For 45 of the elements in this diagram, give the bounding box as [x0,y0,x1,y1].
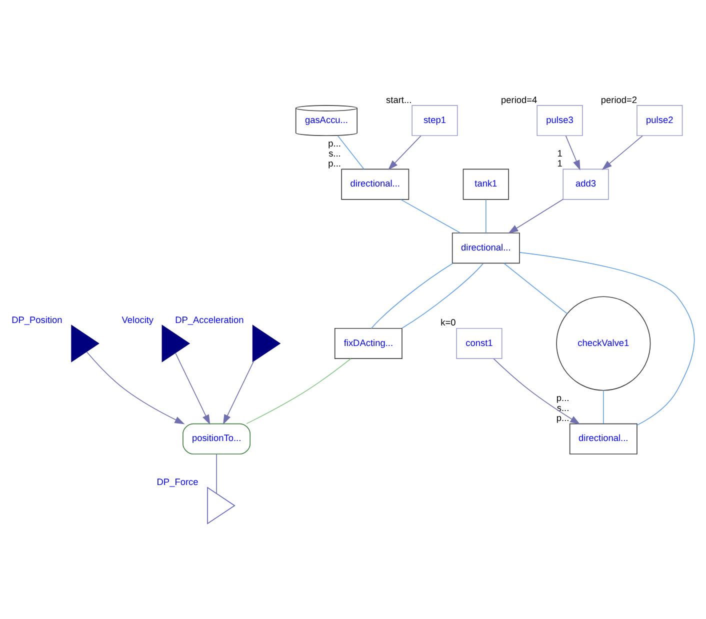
node-box: directional... [569,423,638,454]
node-box: step1 [412,105,458,136]
node-label: Velocity [122,314,154,325]
node-box: positionTo... [182,423,251,454]
node-box: pulse2 [636,105,683,136]
node-box: directional... [341,168,410,200]
connector [504,262,568,314]
connector [216,454,217,494]
connector [402,263,484,329]
node-label: 1 [557,148,562,158]
arrow [493,358,580,424]
node-box: add3 [562,168,609,200]
arrow [86,351,185,424]
node-label: DP_Acceleration [175,314,244,325]
arrow [388,135,422,170]
node-label: start... [386,94,412,105]
node-circle: checkValve1 [556,296,651,391]
node-label: p... [556,413,570,424]
connector [400,199,461,234]
node-label: p... [328,138,341,148]
node-box: const1 [456,328,502,359]
node-label: 1 [557,158,562,169]
node-box: directional... [452,232,520,264]
arrow [223,360,254,425]
node-label: s... [556,403,570,414]
node-label: s... [328,148,341,158]
node-label: p... [556,392,570,403]
node-label: period=2 [600,94,638,105]
connector [603,390,604,424]
arrow [602,135,643,170]
node-box: pulse3 [536,105,583,136]
node-label: k=0 [440,318,456,328]
arrow [508,198,564,234]
arrow [174,352,210,425]
node-label: p... [328,158,341,169]
connector [519,252,695,426]
node-box: tank1 [462,168,509,200]
node-label: period=4 [501,94,538,105]
node-box: fixDActing... [334,328,402,359]
node-label: DP_Force [156,476,198,487]
connector [370,262,454,329]
connector [337,135,364,170]
node-label: DP_Position [12,314,62,325]
connector [246,358,352,424]
arrow [565,135,580,170]
